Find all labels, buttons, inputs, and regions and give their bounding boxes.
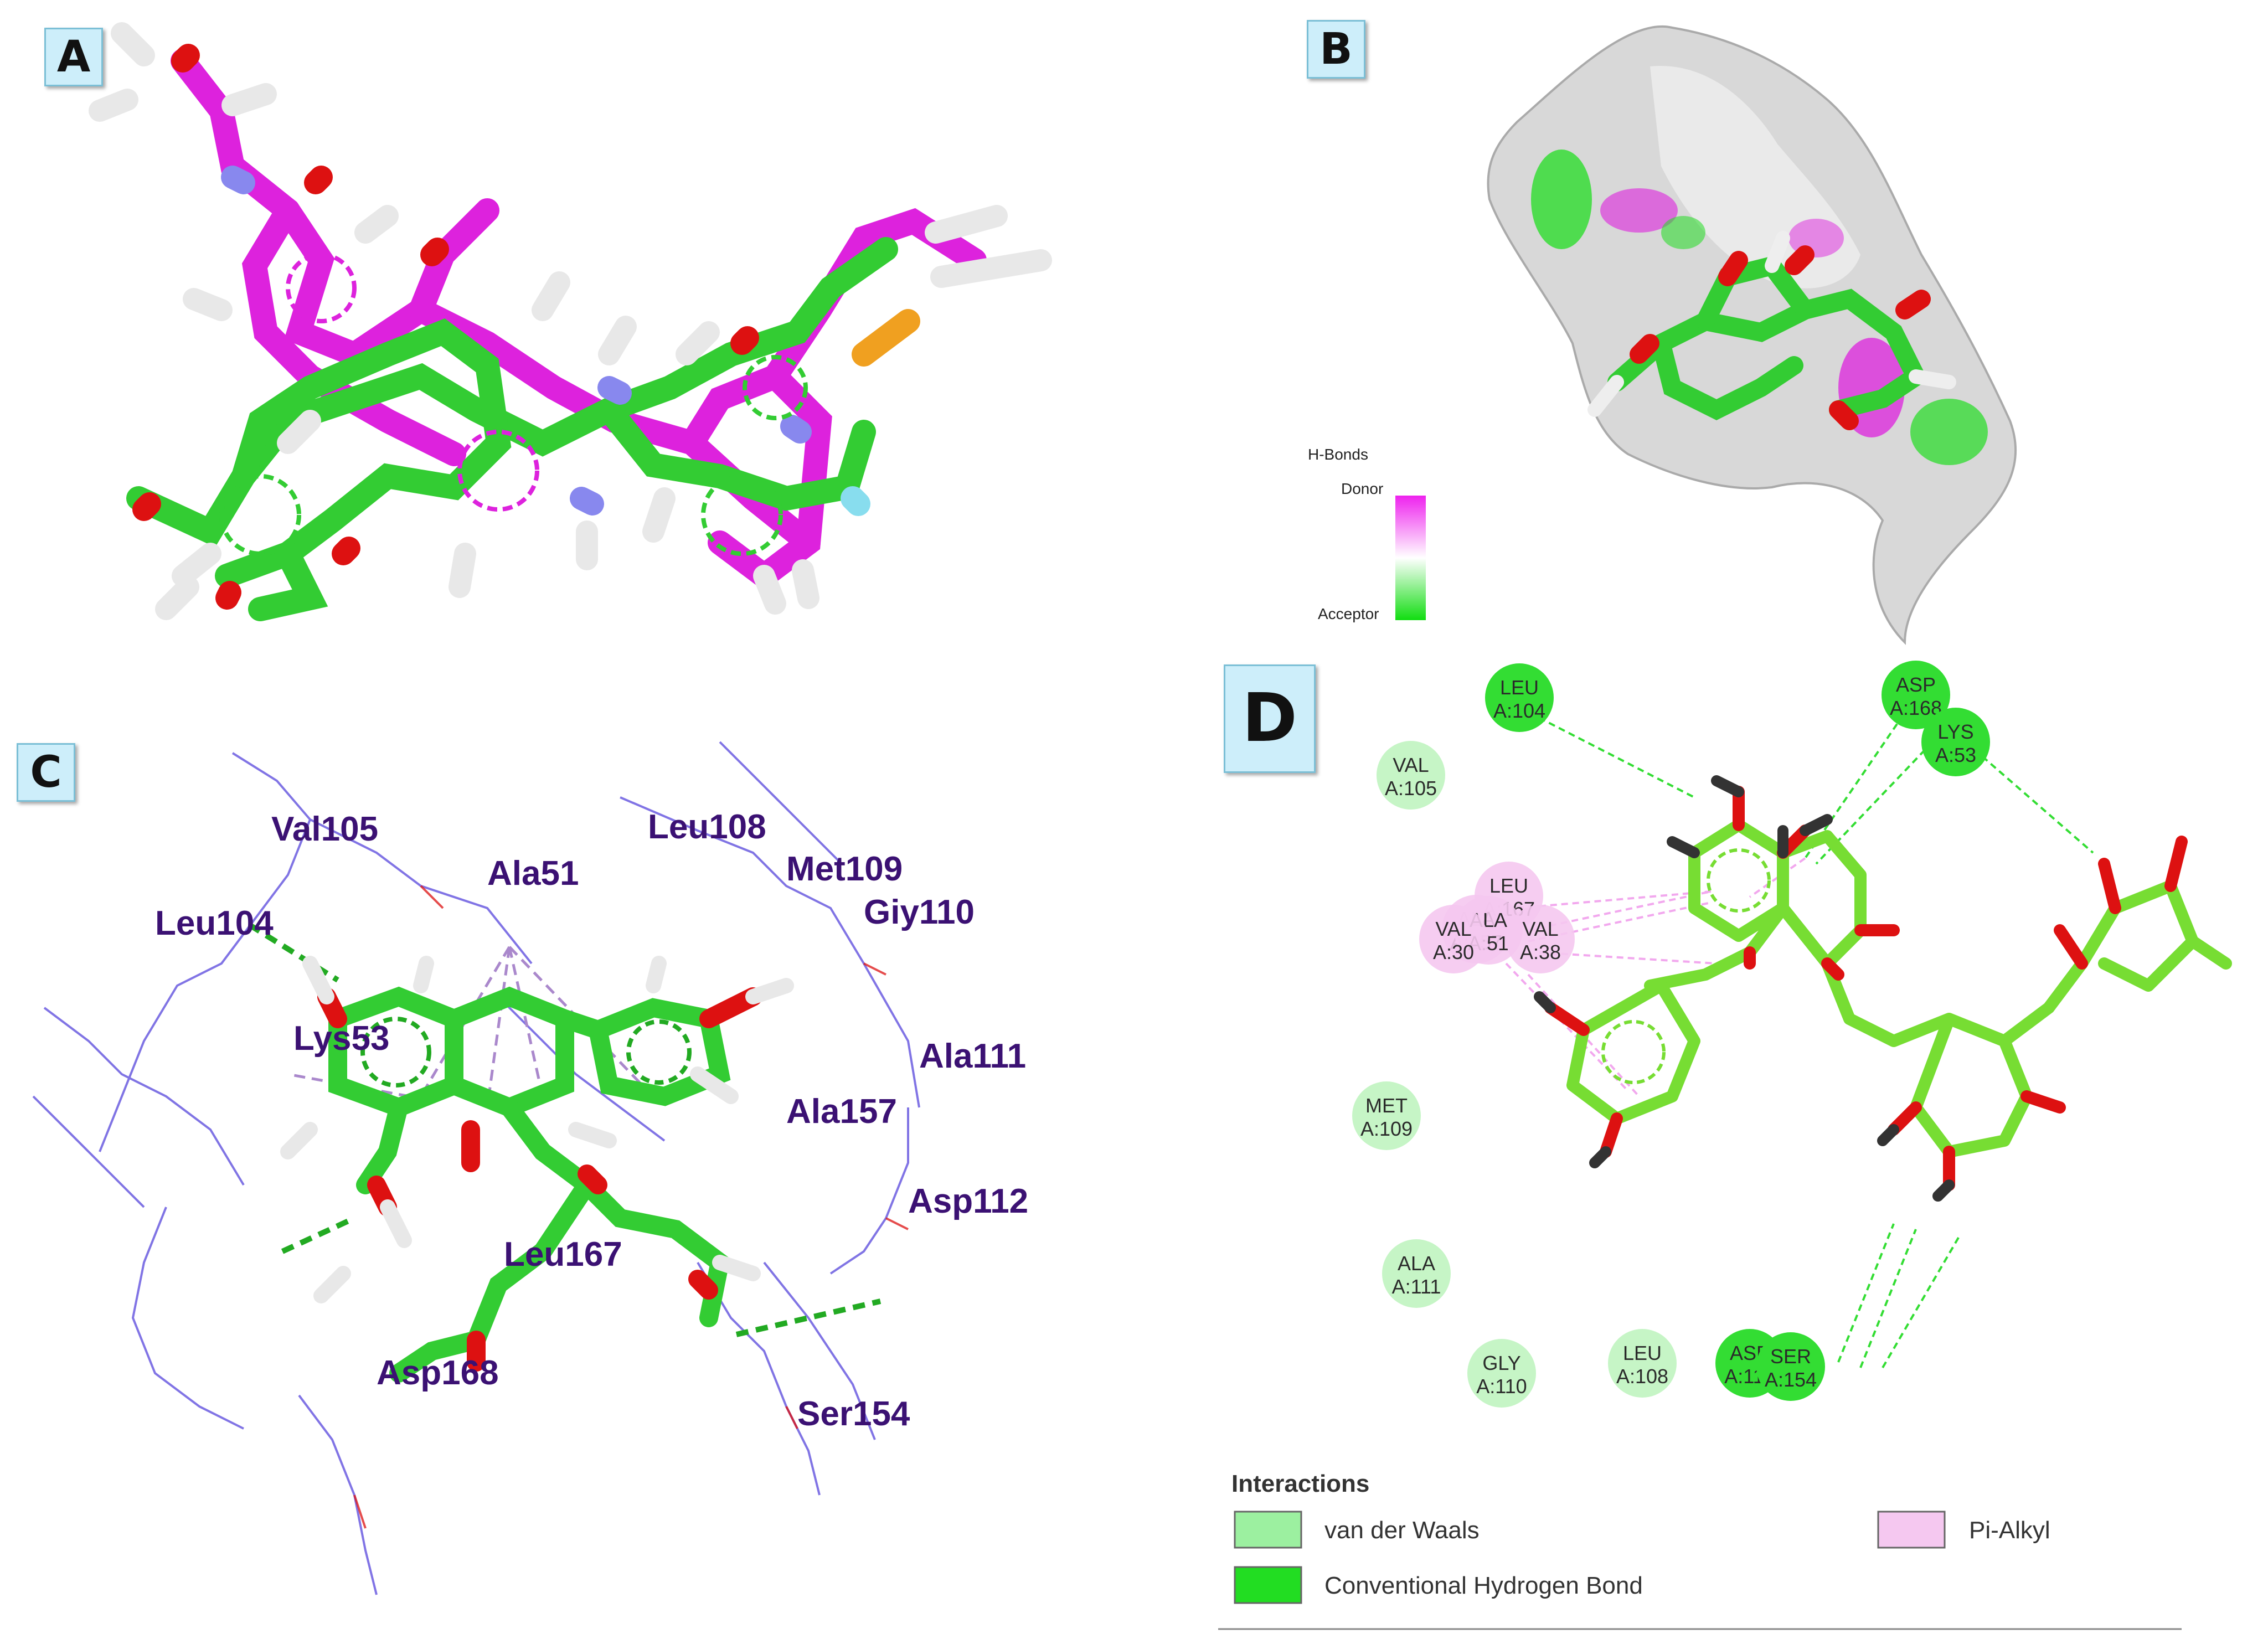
residue-label: Ala51 xyxy=(487,854,579,893)
residue-circle-leu-108 xyxy=(1608,1329,1677,1398)
residue-chain: A:104 xyxy=(1493,699,1545,722)
fluorine xyxy=(841,486,870,516)
residue-circle-val-30 xyxy=(1419,905,1488,973)
hydrogens xyxy=(89,22,1052,620)
residue-label: Met109 xyxy=(786,850,903,888)
residue-chain: A:168 xyxy=(1890,697,1942,719)
sulfur-bond xyxy=(852,309,920,367)
residue-name: LEU xyxy=(1500,676,1539,699)
legend-swatch-pialkyl xyxy=(1877,1511,1946,1549)
legend-label-hbond: Conventional Hydrogen Bond xyxy=(1324,1572,1643,1599)
residue-circle-ala-111 xyxy=(1382,1239,1451,1308)
residue-chain: A:108 xyxy=(1616,1365,1668,1388)
residue-label: Leu167 xyxy=(504,1235,622,1274)
oxygens xyxy=(132,44,759,610)
residue-name: VAL xyxy=(1435,918,1471,940)
panel-b-surface: H-Bonds Donor Acceptor xyxy=(1308,25,2017,645)
interactions-legend: Interactions van der Waals Conventional … xyxy=(1218,1470,2182,1630)
nitrogens xyxy=(221,166,812,516)
legend-label-vdw: van der Waals xyxy=(1324,1517,1480,1544)
legend-title: Interactions xyxy=(1231,1470,1369,1497)
residue-label: Ala111 xyxy=(919,1037,1026,1075)
panel-c-binding-site: Val105 Leu104 Ala51 Leu108 Met109 Giy110… xyxy=(32,741,1028,1595)
residue-circle-val-105 xyxy=(1377,741,1445,810)
hbond-lines xyxy=(248,922,882,1337)
panel-a-label: A xyxy=(44,28,103,86)
residue-circle-ser-154 xyxy=(1756,1332,1825,1401)
residue-name: ASP xyxy=(1896,673,1936,696)
panel-b-label: B xyxy=(1307,20,1365,79)
residue-circle-lys-53 xyxy=(1921,708,1990,776)
residue-name: ALA xyxy=(1398,1252,1435,1275)
residue-chain: A:53 xyxy=(1935,744,1976,766)
panel-d-label: D xyxy=(1224,664,1316,773)
residue-circle-leu-104 xyxy=(1485,663,1554,732)
residue-chain: A:111 xyxy=(1392,1275,1441,1298)
ligand-d xyxy=(1534,775,2232,1202)
residue-chain: A:105 xyxy=(1385,777,1437,800)
ligand-green xyxy=(126,237,898,621)
residue-circles: LEUA:104VALA:105ASPA:168LYSA:53LEUA:167A… xyxy=(1352,661,1990,1408)
residue-name: LEU xyxy=(1623,1342,1662,1364)
hbond-color-scale xyxy=(1395,496,1426,620)
legend-swatch-vdw xyxy=(1234,1511,1302,1549)
panel-b: H-Bonds Donor Acceptor B xyxy=(1307,0,2268,653)
legend-label-pialkyl: Pi-Alkyl xyxy=(1969,1517,2050,1544)
residue-label: Giy110 xyxy=(864,893,975,931)
panel-a-structure xyxy=(89,22,1052,621)
ligand-c xyxy=(280,956,794,1383)
ligand-b xyxy=(1607,288,1928,419)
residue-name: SER xyxy=(1770,1345,1811,1368)
residue-chain: A:110 xyxy=(1476,1375,1527,1398)
hbond-acceptor-label: Acceptor xyxy=(1318,605,1379,622)
residue-label: Lys53 xyxy=(293,1019,390,1058)
residue-label: Ala157 xyxy=(786,1092,897,1131)
residue-name: VAL xyxy=(1393,754,1429,776)
residue-label: Asp112 xyxy=(908,1182,1028,1220)
residue-label: Leu104 xyxy=(155,904,274,942)
residue-chain: A:38 xyxy=(1520,941,1561,963)
residue-name: LEU xyxy=(1489,874,1528,897)
residue-circle-asp-168 xyxy=(1882,661,1950,729)
panel-d: LEUA:104VALA:105ASPA:168LYSA:53LEUA:167A… xyxy=(1196,653,2268,1644)
residue-label: Asp168 xyxy=(377,1354,499,1392)
residue-chain: A:109 xyxy=(1360,1117,1413,1140)
panel-c-label: C xyxy=(17,743,75,802)
legend-swatch-hbond xyxy=(1234,1566,1302,1604)
residue-name: MET xyxy=(1365,1094,1408,1117)
residue-chain: A:30 xyxy=(1433,941,1474,963)
residue-name: GLY xyxy=(1482,1352,1520,1374)
panel-a: A xyxy=(0,0,1130,653)
residue-circle-gly-110 xyxy=(1467,1339,1536,1408)
protein-wireframe xyxy=(32,741,920,1595)
panel-d-2d-interactions: LEUA:104VALA:105ASPA:168LYSA:53LEUA:167A… xyxy=(1218,661,2232,1630)
residue-labels: Val105 Leu104 Ala51 Leu108 Met109 Giy110… xyxy=(155,808,1028,1433)
residue-name: LYS xyxy=(1937,720,1973,743)
hbond-donor-label: Donor xyxy=(1341,480,1383,497)
residue-label: Leu108 xyxy=(648,808,766,846)
residue-label: Val105 xyxy=(271,810,378,848)
panel-c: Val105 Leu104 Ala51 Leu108 Met109 Giy110… xyxy=(0,653,1130,1644)
residue-circle-val-38 xyxy=(1506,905,1575,973)
residue-circle-met-109 xyxy=(1352,1081,1421,1150)
residue-chain: A:154 xyxy=(1765,1368,1817,1391)
hbond-scale-title: H-Bonds xyxy=(1308,446,1368,463)
residue-label: Ser154 xyxy=(797,1395,910,1433)
residue-name: VAL xyxy=(1522,918,1558,940)
